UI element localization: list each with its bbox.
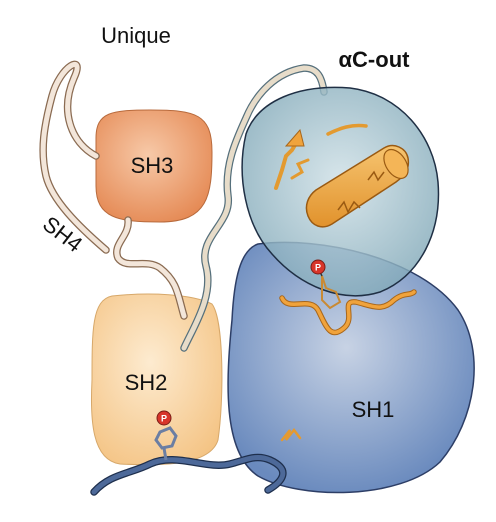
sh4-label: SH4 <box>38 211 87 257</box>
phospho-badge-c-tail: P <box>156 410 172 426</box>
c-lobe-strand-fragment <box>280 427 302 442</box>
svg-text:P: P <box>161 414 167 424</box>
sh3-domain: SH3 <box>95 109 213 223</box>
phospho-badge-activation-loop: P <box>310 259 326 275</box>
beta-strand-arrow <box>274 128 310 190</box>
sh3-sh2-linker <box>113 216 188 320</box>
sh3-label: SH3 <box>131 153 174 178</box>
alpha-c-out-label: αC-out <box>339 47 411 72</box>
sh2-kinase-linker <box>180 64 328 352</box>
svg-text:P: P <box>315 263 321 273</box>
c-terminal-tail <box>90 426 287 496</box>
sh2-label: SH2 <box>125 370 168 395</box>
alpha-c-helix <box>305 123 410 228</box>
sh1-label: SH1 <box>352 397 395 422</box>
unique-sh4-strand <box>39 60 110 254</box>
unique-label: Unique <box>101 23 171 48</box>
